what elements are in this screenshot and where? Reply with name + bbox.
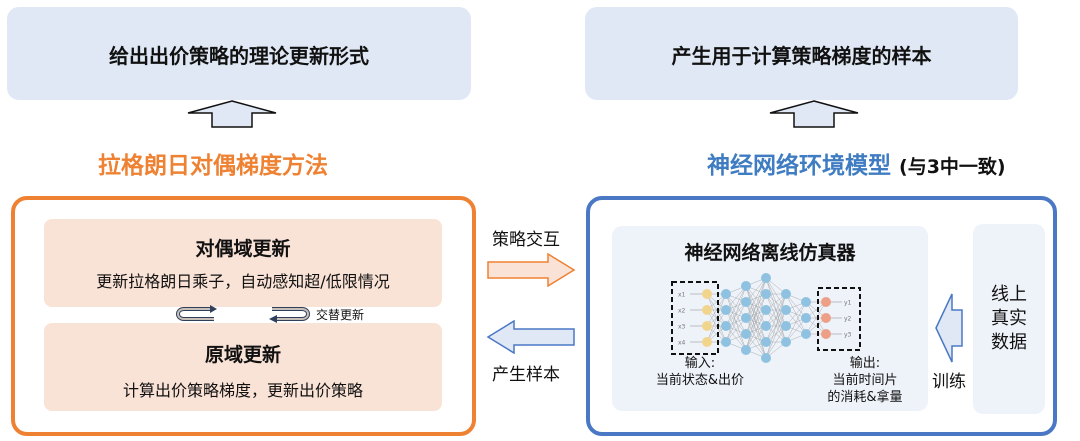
up-arrow-icon [187, 100, 277, 128]
nn-hidden-node [741, 345, 751, 355]
nn-env-model-title: 神经网络环境模型 (与3中一致) [707, 146, 1006, 180]
nn-input-node [702, 337, 712, 347]
left-arrow-icon [486, 320, 575, 354]
nn-edge [745, 277, 767, 335]
nn-hidden-node [741, 313, 751, 323]
nn-hidden-node [801, 329, 811, 339]
nn-input-label: x1 [678, 292, 686, 299]
nn-edge [765, 309, 787, 359]
nn-hidden-node [781, 305, 791, 315]
nn-edge [765, 293, 787, 359]
nn-edge [765, 293, 787, 343]
nn-edge [745, 277, 767, 351]
cycle-arrow-icon [176, 305, 217, 321]
nn-hidden-node [741, 329, 751, 339]
nn-input-node [702, 321, 712, 331]
nn-env-model-text: 神经网络环境模型 [707, 153, 891, 179]
nn-hidden-node [761, 273, 771, 283]
input-caption: 输入: 当前状态&出价 [640, 355, 760, 389]
nn-hidden-node [781, 321, 791, 331]
primal-update-title: 原域更新 [204, 344, 281, 366]
nn-hidden-node [801, 297, 811, 307]
train-arrow-icon [935, 293, 963, 363]
alternate-update-label: 交替更新 [316, 308, 365, 322]
nn-output-label: y2 [844, 316, 852, 323]
nn-hidden-node [721, 305, 731, 315]
online-data-panel: 线上真实数据 [973, 224, 1045, 414]
nn-hidden-node [781, 289, 791, 299]
output-dashed-box [817, 287, 861, 351]
nn-hidden-node [761, 289, 771, 299]
nn-hidden-node [781, 337, 791, 347]
nn-edge [706, 309, 727, 343]
nn-hidden-node [761, 353, 771, 363]
gradient-samples-text: 产生用于计算策略梯度的样本 [671, 44, 932, 68]
nn-edge [745, 309, 767, 351]
nn-edge [745, 277, 767, 319]
nn-edge [785, 317, 807, 343]
nn-edge [785, 301, 807, 343]
nn-hidden-node [721, 337, 731, 347]
nn-output-node [821, 297, 831, 307]
nn-hidden-node [761, 337, 771, 347]
output-caption-line: 当前时间片 [832, 373, 898, 388]
lagrange-dual-title: 拉格朗日对偶梯度方法 [98, 153, 328, 179]
input-caption-line: 输入: [684, 356, 716, 371]
nn-input-label: x2 [678, 308, 686, 315]
dual-update-box: 对偶域更新 更新拉格朗日乘子，自动感知超/低限情况 [44, 219, 442, 307]
nn-edge [725, 285, 747, 343]
nn-edge [745, 325, 767, 351]
nn-env-model-note: (与3中一致) [899, 156, 1006, 178]
nn-edge [706, 293, 727, 327]
nn-simulator-title: 神经网络离线仿真器 [684, 242, 856, 264]
nn-edge [765, 293, 787, 327]
generate-samples-label: 产生样本 [492, 365, 560, 385]
nn-edge [745, 277, 767, 303]
theory-update-text: 给出出价策略的理论更新形式 [109, 44, 369, 68]
nn-hidden-node [721, 289, 731, 299]
output-caption-line: 输出: [849, 356, 881, 371]
nn-simulator-panel [612, 226, 928, 411]
nn-edge [765, 325, 787, 359]
nn-input-label: x3 [678, 324, 686, 331]
nn-edge [785, 301, 807, 327]
nn-input-node [702, 289, 712, 299]
policy-interaction-label: 策略交互 [492, 230, 560, 250]
dual-update-desc: 更新拉格朗日乘子，自动感知超/低限情况 [96, 272, 390, 291]
nn-hidden-node [761, 305, 771, 315]
cycle-arrow-icon [269, 307, 310, 323]
nn-input-label: x4 [678, 340, 686, 347]
gradient-samples-box: 产生用于计算策略梯度的样本 [585, 7, 1018, 100]
right-arrow-icon [487, 253, 576, 287]
nn-edge [805, 301, 827, 335]
nn-hidden-node [741, 297, 751, 307]
up-arrow-icon [769, 100, 859, 128]
train-label: 训练 [932, 372, 966, 392]
primal-update-desc: 计算出价策略梯度，更新出价策略 [122, 381, 363, 400]
online-data-label: 线上真实数据 [991, 284, 1027, 353]
nn-hidden-node [801, 313, 811, 323]
nn-hidden-node [741, 281, 751, 291]
dual-update-title: 对偶域更新 [195, 238, 291, 260]
nn-edge [706, 293, 727, 343]
input-dashed-box [671, 281, 719, 355]
input-caption-line: 当前状态&出价 [655, 373, 745, 388]
output-caption: 输出: 当前时间片 的消耗&拿量 [805, 355, 925, 406]
output-caption-line: 的消耗&拿量 [827, 390, 903, 405]
neural-network-diagram: x1 x2 x3 x4 y1 y2 y3 [671, 273, 861, 363]
nn-edge [725, 285, 747, 311]
theory-update-box: 给出出价策略的理论更新形式 [7, 7, 471, 100]
nn-output-label: y1 [844, 300, 852, 307]
nn-output-label: y3 [844, 332, 852, 339]
nn-input-node [702, 305, 712, 315]
nn-hidden-node [761, 321, 771, 331]
nn-hidden-node [721, 321, 731, 331]
nn-edge [745, 293, 767, 351]
nn-edge [725, 285, 747, 327]
nn-edge [725, 317, 747, 343]
nn-edge [725, 301, 747, 343]
nn-output-node [821, 313, 831, 323]
nn-output-node [821, 329, 831, 339]
primal-update-box: 原域更新 计算出价策略梯度，更新出价策略 [44, 323, 442, 411]
